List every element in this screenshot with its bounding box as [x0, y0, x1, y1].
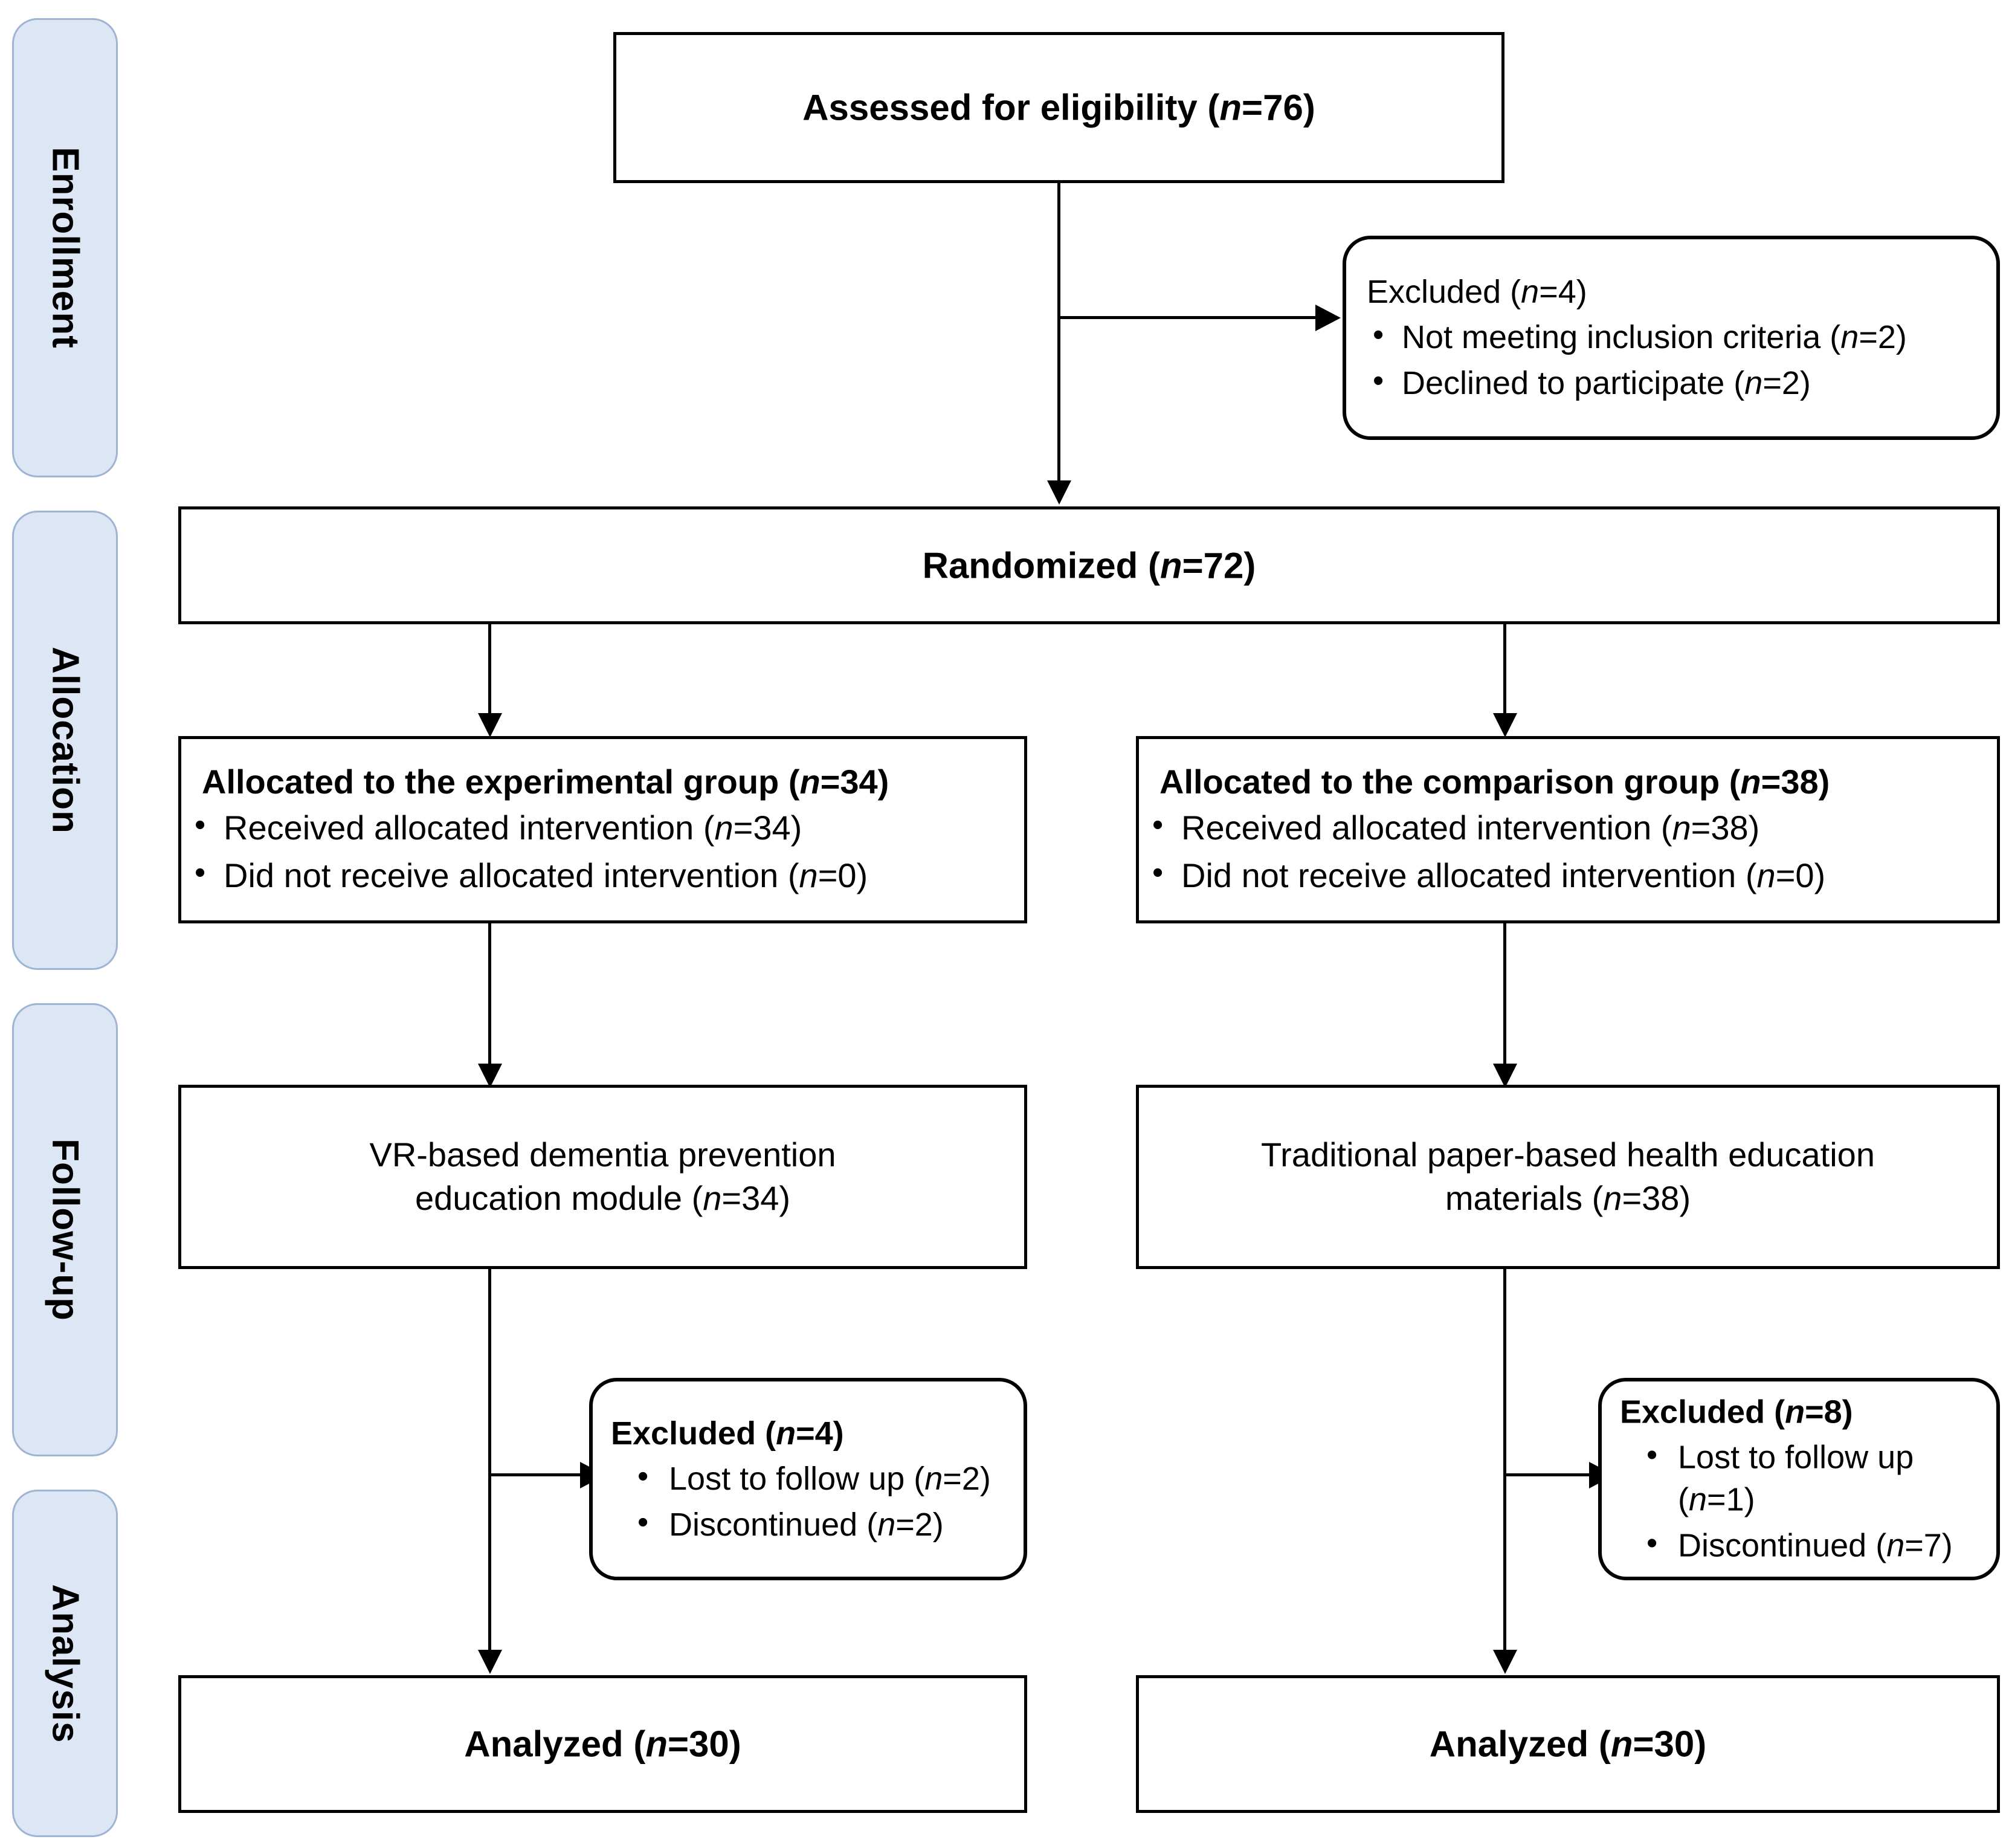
node-analyzed-right: Analyzed (n=30) [1136, 1675, 2000, 1813]
alloc-left-heading: Allocated to the experimental group (n=3… [202, 763, 889, 801]
excluded-enrollment-list: Not meeting inclusion criteria (n=2) Dec… [1367, 315, 1976, 404]
connector-assessed-to-randomized [1057, 183, 1060, 485]
list-item: Not meeting inclusion criteria (n=2) [1367, 315, 1976, 358]
list-item: Did not receive allocated intervention (… [1146, 853, 1976, 898]
stage-pill-enrollment: Enrollment [12, 18, 118, 477]
excluded-followup-left-list: Lost to follow up (n=2) Discontinued (n=… [611, 1456, 1005, 1546]
alloc-right-list: Received allocated intervention (n=38) D… [1146, 805, 1976, 898]
stage-pill-analysis: Analysis [12, 1490, 118, 1837]
connector-alloc-left-to-intervention [488, 923, 491, 1068]
intervention-right-line2: materials (n=38) [1445, 1179, 1691, 1218]
arrowhead-intervention-left [478, 1064, 502, 1088]
stage-label-analysis: Analysis [44, 1583, 86, 1743]
stage-label-follow-up: Follow-up [44, 1139, 86, 1321]
arrowhead-intervention-right [1493, 1064, 1517, 1088]
list-item: Did not receive allocated intervention (… [189, 853, 1004, 898]
list-item: Received allocated intervention (n=34) [189, 805, 1004, 850]
assessed-text: Assessed for eligibility (n=76) [802, 87, 1315, 128]
arrowhead-excluded-enrollment [1315, 305, 1341, 331]
intervention-right-line1: Traditional paper-based health education [1261, 1135, 1875, 1174]
analyzed-left-text: Analyzed (n=30) [464, 1724, 741, 1765]
intervention-left-line1: VR-based dementia prevention [369, 1135, 836, 1174]
excluded-followup-right-heading: Excluded (n=8) [1620, 1394, 1853, 1430]
stage-pill-allocation: Allocation [12, 511, 118, 970]
node-excluded-enrollment: Excluded (n=4) Not meeting inclusion cri… [1343, 236, 2000, 440]
arrowhead-randomized [1047, 480, 1071, 505]
node-excluded-followup-left: Excluded (n=4) Lost to follow up (n=2) D… [589, 1378, 1027, 1580]
node-randomized: Randomized (n=72) [178, 506, 2000, 624]
connector-assessed-to-excluded [1059, 316, 1315, 319]
stage-pill-follow-up: Follow-up [12, 1003, 118, 1456]
node-intervention-vr: VR-based dementia prevention education m… [178, 1085, 1027, 1269]
list-item: Discontinued (n=2) [611, 1502, 1005, 1546]
alloc-right-heading: Allocated to the comparison group (n=38) [1159, 763, 1830, 801]
connector-followup-left-to-excluded [489, 1473, 583, 1476]
list-item: Declined to participate (n=2) [1367, 361, 1976, 404]
arrowhead-alloc-left [478, 713, 502, 737]
analyzed-right-text: Analyzed (n=30) [1429, 1724, 1707, 1765]
connector-intervention-left-to-analyzed [488, 1269, 491, 1656]
node-assessed-for-eligibility: Assessed for eligibility (n=76) [613, 32, 1504, 183]
connector-randomized-to-alloc-right [1503, 624, 1506, 718]
randomized-text: Randomized (n=72) [922, 544, 1256, 586]
node-intervention-paper: Traditional paper-based health education… [1136, 1085, 2000, 1269]
alloc-left-list: Received allocated intervention (n=34) D… [189, 805, 1004, 898]
node-excluded-followup-right: Excluded (n=8) Lost to follow up (n=1) D… [1598, 1378, 2000, 1580]
stage-label-allocation: Allocation [44, 647, 86, 834]
arrowhead-alloc-right [1493, 713, 1517, 737]
excluded-followup-left-heading: Excluded (n=4) [611, 1415, 844, 1452]
connector-followup-right-to-excluded [1504, 1473, 1592, 1476]
node-allocated-comparison: Allocated to the comparison group (n=38)… [1136, 736, 2000, 923]
connector-alloc-right-to-intervention [1503, 923, 1506, 1068]
list-item: Discontinued (n=7) [1620, 1523, 1978, 1567]
arrowhead-analyzed-right [1493, 1650, 1517, 1674]
excluded-enrollment-heading: Excluded (n=4) [1367, 273, 1587, 310]
list-item: Lost to follow up (n=1) [1620, 1435, 1978, 1520]
list-item: Lost to follow up (n=2) [611, 1456, 1005, 1499]
stage-label-enrollment: Enrollment [44, 147, 86, 349]
connector-intervention-right-to-analyzed [1503, 1269, 1506, 1656]
intervention-left-line2: education module (n=34) [414, 1179, 791, 1218]
list-item: Received allocated intervention (n=38) [1146, 805, 1976, 850]
arrowhead-analyzed-left [478, 1650, 502, 1674]
node-analyzed-left: Analyzed (n=30) [178, 1675, 1027, 1813]
node-allocated-experimental: Allocated to the experimental group (n=3… [178, 736, 1027, 923]
excluded-followup-right-list: Lost to follow up (n=1) Discontinued (n=… [1620, 1435, 1978, 1567]
connector-randomized-to-alloc-left [488, 624, 491, 718]
